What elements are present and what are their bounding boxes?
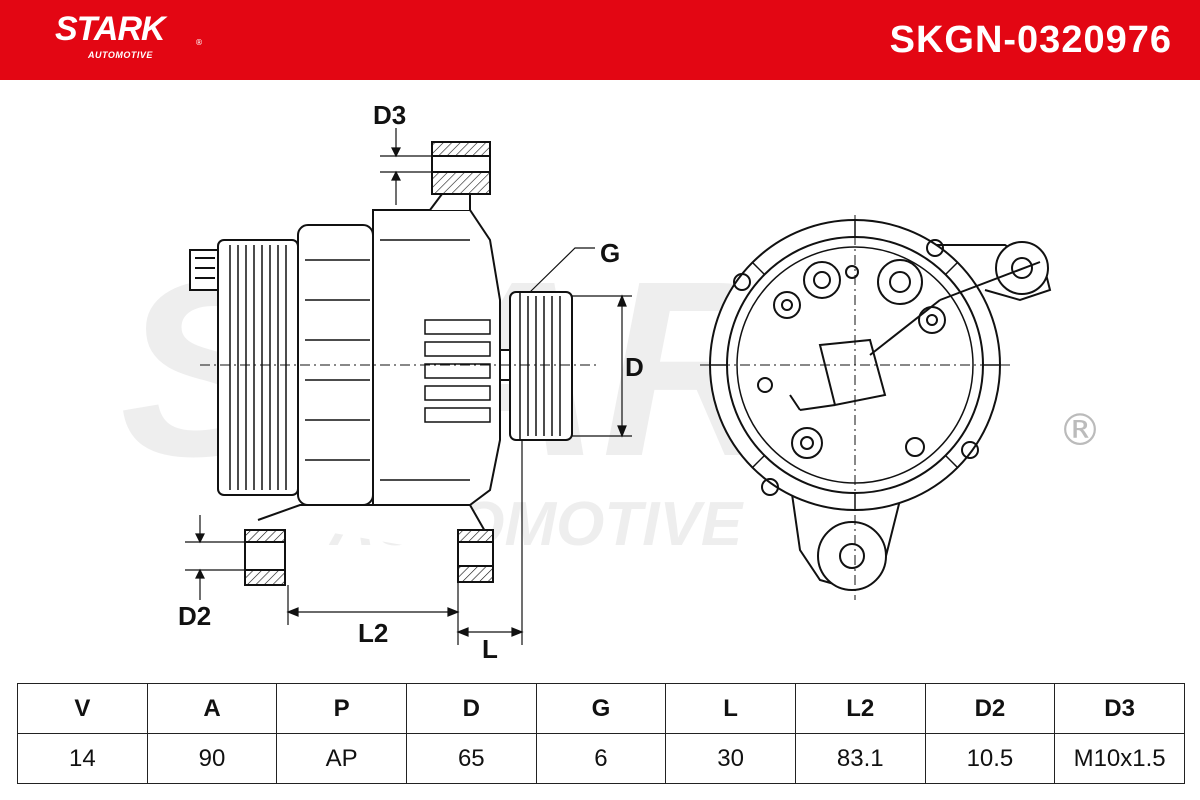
dimension-lines <box>185 128 632 645</box>
spec-table-header-row: V A P D G L L2 D2 D3 <box>17 683 1185 734</box>
label-d: D <box>625 352 644 382</box>
brand-logo: STARK <box>55 10 166 48</box>
spec-header-cell: D2 <box>924 683 1056 734</box>
registered-mark-icon: ® <box>195 38 203 47</box>
label-d2: D2 <box>178 601 211 631</box>
alternator-rear-view <box>700 215 1052 600</box>
spec-header-cell: D3 <box>1054 683 1185 734</box>
alternator-side-view <box>189 141 600 586</box>
spec-value-cell: 10.5 <box>924 733 1056 784</box>
spec-header-cell: G <box>535 683 667 734</box>
spec-value-cell: 14 <box>17 733 148 784</box>
spec-value-cell: M10x1.5 <box>1054 733 1185 784</box>
spec-value-cell: 6 <box>535 733 667 784</box>
technical-drawing: STARK AUTOMOTIVE ® <box>120 100 1102 664</box>
label-g: G <box>600 238 620 268</box>
spec-header-cell: V <box>17 683 148 734</box>
spec-value-cell: 30 <box>665 733 796 784</box>
spec-value-cell: 65 <box>405 733 537 784</box>
header-bar: STARK ® AUTOMOTIVE SKGN-0320976 <box>0 0 1200 80</box>
spec-table: V A P D G L L2 D2 D3 14 90 AP 65 6 30 83… <box>17 683 1185 784</box>
spec-header-cell: L <box>665 683 796 734</box>
spec-value-cell: 90 <box>146 733 278 784</box>
brand-subtitle: AUTOMOTIVE <box>88 50 153 60</box>
label-l2: L2 <box>358 618 388 648</box>
spec-header-cell: A <box>146 683 278 734</box>
spec-value-cell: AP <box>276 733 407 784</box>
spec-value-cell: 83.1 <box>794 733 926 784</box>
registered-watermark-icon: ® <box>1058 405 1102 456</box>
spec-header-cell: D <box>405 683 537 734</box>
spec-table-value-row: 14 90 AP 65 6 30 83.1 10.5 M10x1.5 <box>17 733 1185 784</box>
spec-header-cell: L2 <box>794 683 926 734</box>
label-l: L <box>482 634 498 664</box>
spec-header-cell: P <box>276 683 407 734</box>
part-number: SKGN-0320976 <box>889 19 1172 61</box>
label-d3: D3 <box>373 100 406 130</box>
